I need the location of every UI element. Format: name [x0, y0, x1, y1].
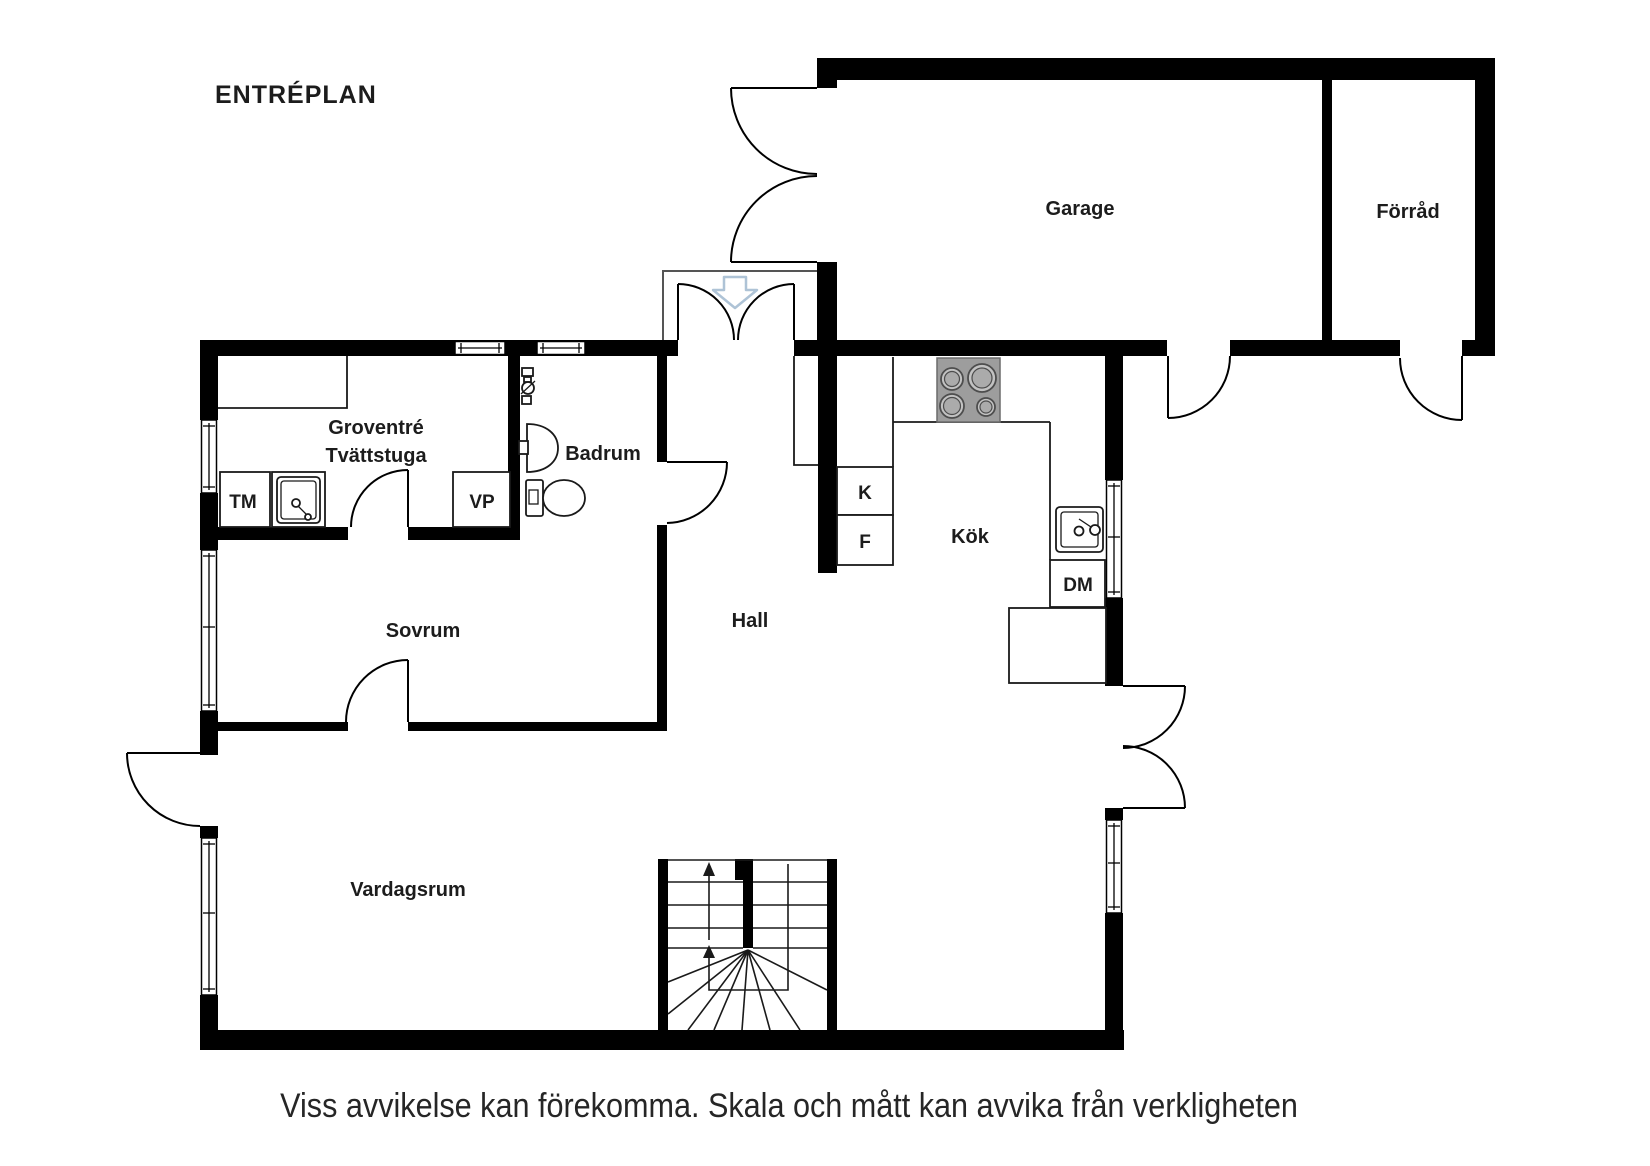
hall-closet: [793, 356, 818, 466]
counter-block: [1008, 607, 1107, 684]
laundry-fixtures: [218, 356, 511, 528]
room-label-vardagsrum: Vardagsrum: [350, 879, 466, 901]
laundry-sink-icon: [276, 476, 321, 524]
garage-double-door-icon: [730, 87, 818, 263]
entrance-double-door-icon: [677, 283, 795, 341]
room-label-groventre-line2: Tvättstuga: [325, 445, 427, 467]
wall-segment: [200, 711, 218, 755]
wall-segment: [827, 859, 837, 1030]
heat-pump-box: [452, 471, 511, 528]
wall-segment: [200, 342, 218, 420]
wall-segment: [817, 262, 837, 340]
wall-segment: [408, 722, 667, 731]
wall-segment: [657, 356, 667, 462]
wall-segment: [508, 356, 520, 540]
room-label-hall: Hall: [732, 610, 769, 632]
room-label-garage: Garage: [1046, 198, 1115, 220]
window-icon: [200, 549, 218, 712]
wall-segment: [794, 340, 1167, 356]
porch-outline: [662, 270, 817, 340]
wall-segment: [743, 859, 753, 948]
groventre-door-icon: [350, 469, 409, 528]
room-label-forrad: Förråd: [1376, 200, 1439, 223]
window-icon: [200, 837, 218, 996]
kitchen-sink-icon: [1055, 506, 1104, 553]
stair-treads: [668, 881, 827, 949]
room-label-groventre-line1: Groventré: [328, 417, 424, 439]
windows: [200, 340, 1123, 996]
dishwasher-box: [1049, 559, 1106, 608]
terrace-door-icon: [126, 752, 201, 827]
wall-segment: [200, 1030, 1124, 1050]
wall-segment: [657, 525, 667, 731]
wall-segment: [1475, 58, 1495, 356]
wall-segment: [218, 527, 348, 540]
wall-segment: [1230, 340, 1400, 356]
wall-segment: [1105, 356, 1123, 480]
forrad-door-icon: [1399, 356, 1463, 421]
garage-to-kitchen-door-icon: [1167, 355, 1231, 419]
wall-segment: [817, 58, 1495, 80]
wall-segment: [1322, 80, 1332, 340]
stove-icon: [936, 357, 1001, 423]
dining-double-door-icon: [1122, 685, 1186, 809]
wall-segment: [817, 80, 837, 88]
shower-mixer-icon: [520, 367, 536, 405]
entry-arrow-icon: [711, 275, 759, 310]
wall-segment: [218, 722, 348, 731]
wall-segment: [1105, 598, 1123, 686]
wall-segment: [658, 859, 668, 1030]
window-icon: [536, 340, 586, 356]
toilet-icon: [525, 479, 586, 517]
room-label-badrum: Badrum: [565, 443, 641, 465]
wall-segment: [1105, 913, 1123, 1030]
room-label-sovrum: Sovrum: [386, 620, 460, 642]
window-icon: [1105, 819, 1123, 914]
doors: [126, 87, 1463, 827]
bathroom-sink-icon: [518, 423, 559, 473]
wall-segment: [200, 826, 218, 838]
staircase: [667, 859, 828, 1031]
sovrum-door-icon: [345, 659, 409, 723]
counter-edge: [218, 356, 348, 409]
appliance-label-tm: TM: [229, 492, 256, 513]
page-title: ENTRÉPLAN: [215, 80, 377, 109]
wall-segment: [1105, 808, 1123, 820]
labels: ENTRÉPLAN Garage Förråd Groventré Tvätts…: [215, 80, 1440, 1124]
entry-porch: [662, 270, 817, 340]
window-icon: [1105, 479, 1123, 599]
window-icon: [200, 419, 218, 494]
appliance-label-kyl: K: [858, 483, 872, 504]
stair-direction-arrow: [703, 862, 789, 991]
appliance-label-vp: VP: [469, 492, 495, 513]
wall-segment: [200, 340, 678, 356]
bathroom-fixtures: [518, 367, 586, 517]
window-icon: [454, 340, 506, 356]
freezer-box: [836, 514, 894, 566]
appliance-label-frys: F: [859, 532, 871, 553]
kitchen-fixtures: [793, 356, 1107, 684]
wall-segment: [818, 356, 837, 573]
appliance-label-dm: DM: [1063, 575, 1093, 596]
wall-segment: [408, 527, 520, 540]
disclaimer-text: Viss avvikelse kan förekomma. Skala och …: [280, 1087, 1298, 1125]
walls: [200, 58, 1495, 1050]
washing-machine-box: [219, 471, 271, 528]
room-label-kok: Kök: [951, 526, 990, 548]
wall-segment: [200, 493, 218, 550]
badrum-door-icon: [666, 461, 728, 524]
